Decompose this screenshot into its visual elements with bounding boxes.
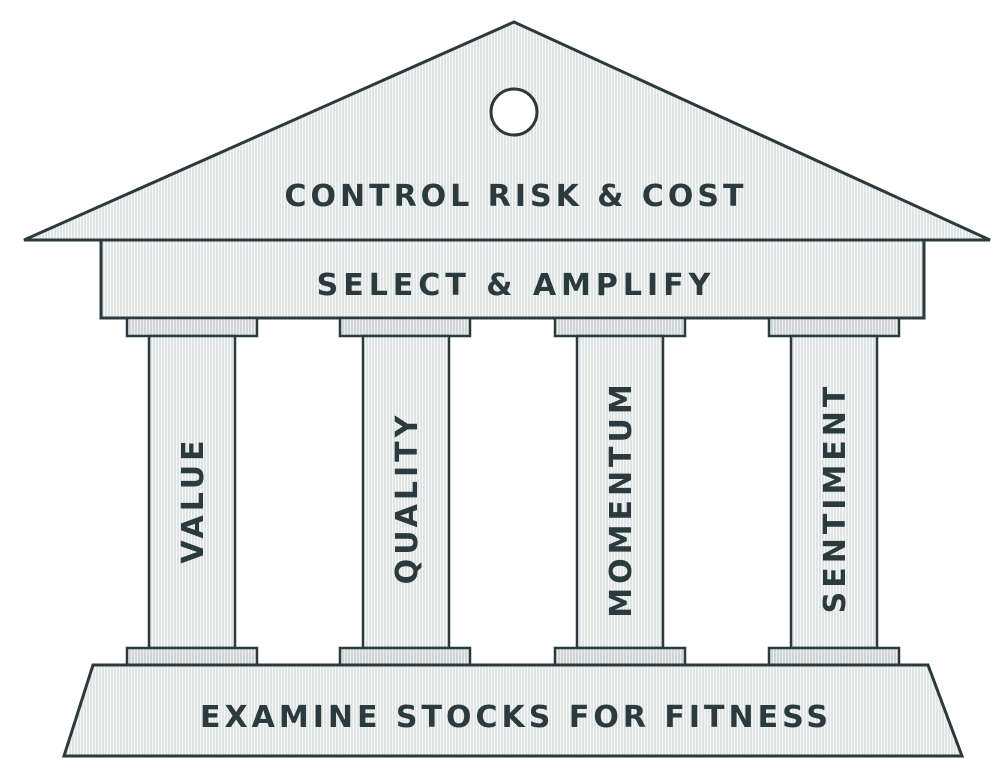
pillar-label: MOMENTUM [604,380,639,618]
pillars: VALUE QUALITY MOMENTUM SENTIMENT [125,316,901,667]
foundation-label: EXAMINE STOCKS FOR FITNESS [200,700,832,735]
entablature-label: SELECT & AMPLIFY [317,268,716,303]
foundation-shape [61,663,965,758]
entablature-shape [99,238,926,320]
roof-label: CONTROL RISK & COST [284,179,747,214]
pillar-base [767,646,901,667]
pillar-base [125,646,259,667]
roof: CONTROL RISK & COST [23,20,991,242]
pillar-value: VALUE [125,316,259,667]
foundation: EXAMINE STOCKS FOR FITNESS [61,663,965,758]
pillar-capital [338,316,472,338]
pillar-momentum: MOMENTUM [553,316,687,667]
pillar-shaft [575,334,665,650]
pillar-label: QUALITY [390,412,425,585]
roof-oculus [489,87,539,137]
pillar-label: VALUE [176,436,211,563]
pillar-base [338,646,472,667]
pillar-sentiment: SENTIMENT [767,316,901,667]
pillar-shaft [147,334,237,650]
pillar-shaft [789,334,879,650]
pillar-capital [767,316,901,338]
entablature: SELECT & AMPLIFY [99,238,926,320]
pillar-quality: QUALITY [338,316,472,667]
pillar-capital [125,316,259,338]
pillar-label: SENTIMENT [818,383,853,614]
pillar-base [553,646,687,667]
pillar-shaft [361,334,451,650]
pillar-capital [553,316,687,338]
